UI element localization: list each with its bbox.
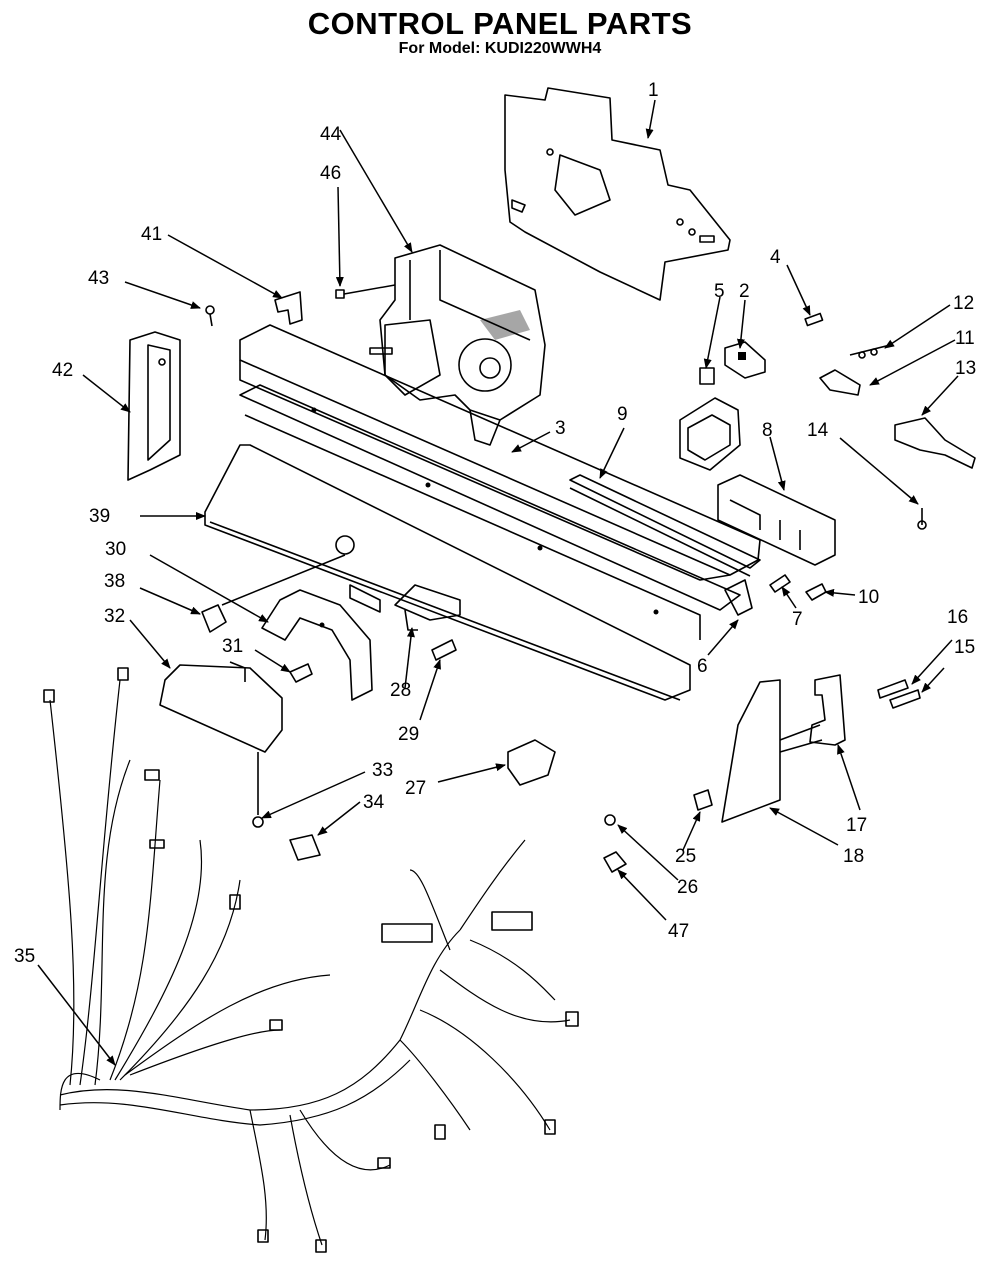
part-2-clip [724,341,766,379]
callout-9: 9 [617,404,628,425]
part-42-left-end-cap [127,331,181,481]
part-15-16-screws [877,679,921,709]
part-7-screw [769,574,791,593]
callout-30: 30 [105,539,126,560]
part-3-console-panel [239,324,761,640]
callout-12: 12 [953,293,974,314]
callout-41: 41 [141,224,162,245]
callout-28: 28 [390,680,411,701]
part-32-housing [159,661,283,753]
part-10-screw [805,583,827,601]
callout-25: 25 [675,846,696,867]
callout-7: 7 [792,609,803,630]
part-31-screw [289,663,313,683]
part-25-clip [693,789,713,811]
callout-42: 42 [52,360,73,381]
callout-27: 27 [405,778,426,799]
part-18-right-end-cap [721,679,781,823]
callout-15: 15 [954,637,975,658]
callout-6: 6 [697,656,708,677]
diagram-title: CONTROL PANEL PARTS [307,6,693,41]
part-9-trim-strip [569,474,761,577]
callout-26: 26 [677,877,698,898]
leader-lines [37,99,959,1066]
callout-18: 18 [843,846,864,867]
part-33-screw [252,752,264,828]
callout-31: 31 [222,636,243,657]
callout-34: 34 [363,792,385,813]
part-30-handle [261,589,373,701]
part-1-control-board [504,87,731,301]
part-35-wire-harness [43,667,579,1253]
part-29-screw [431,639,457,661]
callout-35: 35 [14,946,35,967]
callout-33: 33 [372,760,393,781]
part-5-switch [679,367,741,471]
callout-11: 11 [955,328,975,349]
part-26-screw [604,814,616,826]
part-27-knob [507,739,556,786]
callout-29: 29 [398,724,419,745]
callout-13: 13 [955,358,976,379]
part-13-lever [894,417,976,469]
part-11-12-latch [819,344,891,396]
part-6-bracket [724,579,753,616]
callout-10: 10 [858,587,879,608]
callout-16: 16 [947,607,968,628]
part-47-clip [603,851,627,873]
part-38-knob [201,535,355,633]
part-41-bracket [274,291,303,325]
callout-14: 14 [807,420,829,441]
part-28-bracket [394,584,461,631]
callout-44: 44 [320,124,342,145]
part-46-screw [335,284,396,299]
callout-17: 17 [846,815,867,836]
part-43-screw [205,305,215,327]
part-44-timer-module [369,244,546,446]
callout-3: 3 [555,418,566,439]
callout-4: 4 [770,247,781,268]
callout-43: 43 [88,268,109,289]
callout-47: 47 [668,921,689,942]
part-34-clip [289,834,321,861]
callout-32: 32 [104,606,125,627]
callout-5: 5 [714,281,725,302]
callout-46: 46 [320,163,341,184]
callout-38: 38 [104,571,125,592]
callout-labels: 1 2 3 4 5 6 7 8 9 10 11 12 13 14 15 16 1… [14,80,976,967]
part-4-pin [804,312,824,327]
model-subtitle: For Model: KUDI220WWH4 [398,40,602,57]
part-17-bracket [809,674,846,746]
part-39-lower-console [204,444,691,701]
callout-2: 2 [739,281,750,302]
callout-8: 8 [762,420,773,441]
callout-1: 1 [648,80,659,101]
callout-39: 39 [89,506,110,527]
part-14-screw [917,508,927,530]
part-8-bracket [717,474,836,566]
